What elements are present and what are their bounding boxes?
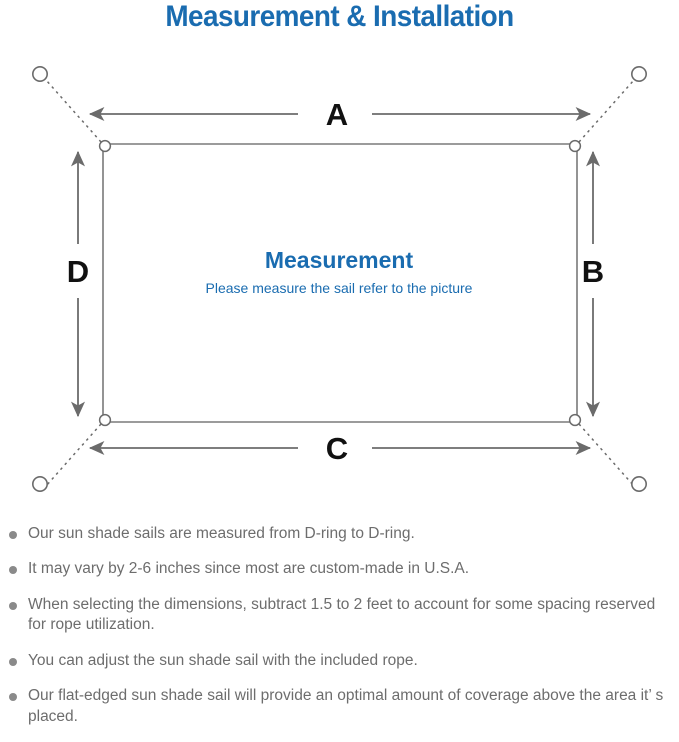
notes-list: Our sun shade sails are measured from D-…: [0, 524, 679, 742]
anchor-post-bottom-right: [630, 475, 647, 492]
note-text: Our sun shade sails are measured from D-…: [28, 525, 415, 542]
bullet-icon: [9, 601, 17, 610]
diagram-svg: A C D B Measurement Please measure the s…: [31, 65, 647, 492]
anchor-post-top-left: [31, 65, 48, 82]
bullet-icon: [9, 566, 17, 575]
dimension-label-d: D: [67, 254, 89, 289]
d-ring-top-left: [98, 139, 112, 153]
list-item: Our flat-edged sun shade sail will provi…: [0, 686, 679, 727]
bullet-icon: [9, 657, 17, 666]
dimension-label-b: B: [582, 254, 604, 289]
d-ring-bottom-right: [568, 413, 582, 427]
rope-bottom-left: [45, 423, 102, 487]
bullet-icon: [9, 531, 17, 539]
note-text: Our flat-edged sun shade sail will provi…: [28, 687, 664, 725]
rope-bottom-right: [578, 423, 635, 487]
measurement-diagram: A C D B Measurement Please measure the s…: [0, 48, 679, 518]
rope-top-left: [45, 79, 102, 143]
d-ring-bottom-left: [98, 413, 112, 427]
anchor-post-top-right: [630, 65, 647, 82]
bullet-icon: [9, 693, 17, 702]
d-ring-top-right: [568, 139, 582, 153]
list-item: When selecting the dimensions, subtract …: [0, 595, 679, 636]
note-text: You can adjust the sun shade sail with t…: [28, 651, 418, 669]
dimension-label-c: C: [326, 431, 348, 466]
anchor-post-bottom-left: [31, 475, 48, 492]
list-item: Our sun shade sails are measured from D-…: [0, 524, 679, 544]
dimension-label-a: A: [326, 97, 348, 132]
diagram-center-heading: Measurement: [265, 247, 414, 273]
note-text: When selecting the dimensions, subtract …: [28, 595, 656, 634]
list-item: You can adjust the sun shade sail with t…: [0, 651, 679, 671]
diagram-center-subtext: Please measure the sail refer to the pic…: [206, 280, 473, 296]
rope-top-right: [578, 79, 635, 143]
list-item: It may vary by 2-6 inches since most are…: [0, 559, 679, 579]
note-text: It may vary by 2-6 inches since most are…: [28, 560, 470, 578]
page-title: Measurement & Installation: [165, 0, 514, 33]
